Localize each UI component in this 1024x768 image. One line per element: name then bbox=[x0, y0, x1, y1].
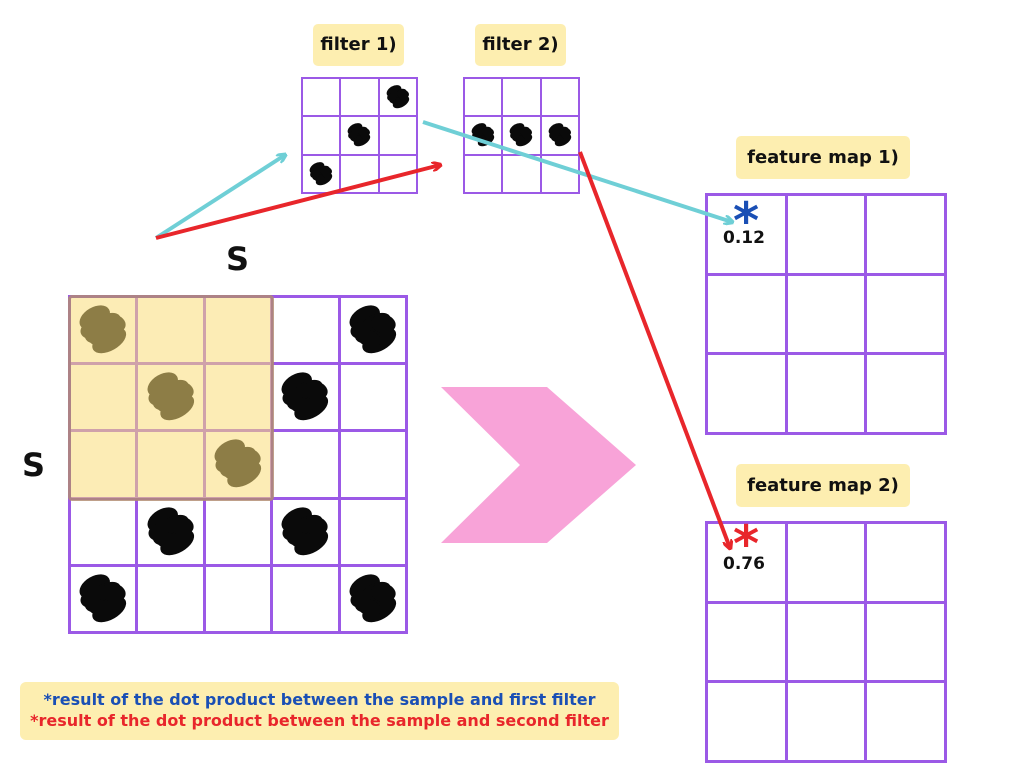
sample-cell-0-4 bbox=[340, 298, 408, 366]
sample-cell-2-3 bbox=[273, 432, 341, 500]
note-line-2: *result of the dot product between the s… bbox=[30, 711, 609, 730]
feature-map-2-cell-2-1 bbox=[787, 683, 868, 763]
filter-2-cell-1-1 bbox=[503, 117, 542, 156]
scribble-mark-icon bbox=[348, 123, 371, 147]
feature-map-2-value: 0.76 bbox=[723, 554, 765, 574]
scribble-mark-icon bbox=[309, 161, 333, 186]
feature-map-1-cell-0-2 bbox=[867, 196, 947, 276]
filter-2-cell-2-2 bbox=[541, 155, 580, 194]
note-line-1: *result of the dot product between the s… bbox=[43, 690, 596, 709]
feature-map-1-cell-2-1 bbox=[787, 355, 868, 435]
feature-map-1-cell-1-0 bbox=[708, 275, 788, 356]
scribble-mark-icon bbox=[79, 574, 127, 623]
filter-1-cell-0-2 bbox=[379, 79, 418, 118]
scribble-mark-icon bbox=[510, 123, 533, 147]
feature-map-2-cell-0-2 bbox=[867, 524, 947, 604]
feature-map-1-cell-0-0 bbox=[708, 196, 788, 276]
filter1-to-featuremap1-arrow bbox=[422, 120, 732, 222]
sample-cell-3-1 bbox=[138, 499, 206, 567]
filter-1-cell-0-1 bbox=[341, 79, 380, 118]
filter-1-grid bbox=[301, 77, 418, 194]
filter-1-cell-2-2 bbox=[379, 155, 418, 194]
sample-to-filter1-arrow bbox=[154, 155, 285, 240]
feature-map-2-cell-1-0 bbox=[708, 603, 788, 684]
filter-2-cell-2-0 bbox=[465, 155, 504, 194]
sample-height-label: S bbox=[22, 446, 46, 484]
filter-2-cell-0-2 bbox=[541, 79, 580, 118]
scribble-mark-icon bbox=[281, 372, 329, 421]
sample-to-filter2-arrow bbox=[155, 165, 440, 240]
feature-map-2-cell-0-1 bbox=[787, 524, 868, 604]
feature-map-2-cell-2-0 bbox=[708, 683, 788, 763]
scribble-mark-icon bbox=[548, 123, 571, 147]
feature-map-1-value: 0.12 bbox=[723, 228, 765, 248]
sample-cell-3-0 bbox=[71, 499, 139, 567]
sample-cell-4-1 bbox=[138, 566, 206, 634]
filter-2-cell-1-2 bbox=[541, 117, 580, 156]
sample-cell-4-3 bbox=[273, 566, 341, 634]
sample-cell-0-3 bbox=[273, 298, 341, 366]
feature-map-2-grid bbox=[705, 521, 947, 763]
feature-map-2-cell-2-2 bbox=[867, 683, 947, 763]
filter-2-label: filter 2) bbox=[475, 24, 566, 66]
filter-1-cell-2-1 bbox=[341, 155, 380, 194]
filter-1-cell-2-0 bbox=[303, 155, 342, 194]
feature-map-1-label: feature map 1) bbox=[736, 136, 910, 179]
feature-map-1-cell-0-1 bbox=[787, 196, 868, 276]
filter-1-cell-0-0 bbox=[303, 79, 342, 118]
filter-2-cell-0-0 bbox=[465, 79, 504, 118]
feature-map-1-cell-2-2 bbox=[867, 355, 947, 435]
sample-cell-3-4 bbox=[340, 499, 408, 567]
filter-1-cell-1-0 bbox=[303, 117, 342, 156]
sample-cell-1-3 bbox=[273, 365, 341, 433]
filter2-to-featuremap2-arrow bbox=[578, 151, 730, 548]
sample-cell-1-4 bbox=[340, 365, 408, 433]
sample-cell-4-2 bbox=[205, 566, 274, 634]
feature-map-2-cell-1-2 bbox=[867, 603, 947, 684]
sample-width-label: S bbox=[226, 240, 250, 278]
sample-cell-3-2 bbox=[205, 499, 274, 567]
feature-map-2-star: * bbox=[733, 515, 760, 573]
sample-cell-2-4 bbox=[340, 432, 408, 500]
scribble-mark-icon bbox=[386, 85, 409, 109]
receptive-field-highlight bbox=[68, 295, 274, 501]
chevron-arrow-icon bbox=[441, 387, 636, 543]
feature-map-2-cell-0-0 bbox=[708, 524, 788, 604]
sample-cell-4-4 bbox=[340, 566, 408, 634]
scribble-mark-icon bbox=[349, 305, 396, 354]
legend-note: *result of the dot product between the s… bbox=[20, 682, 619, 740]
scribble-mark-icon bbox=[147, 507, 194, 555]
sample-cell-3-3 bbox=[273, 499, 341, 567]
sample-cell-4-0 bbox=[71, 566, 139, 634]
feature-map-1-star: * bbox=[733, 192, 760, 250]
feature-map-1-cell-1-1 bbox=[787, 275, 868, 356]
feature-map-1-cell-1-2 bbox=[867, 275, 947, 356]
scribble-mark-icon bbox=[281, 507, 329, 555]
feature-map-2-cell-1-1 bbox=[787, 603, 868, 684]
feature-map-1-grid bbox=[705, 193, 947, 435]
feature-map-1-cell-2-0 bbox=[708, 355, 788, 435]
filter-2-cell-0-1 bbox=[503, 79, 542, 118]
scribble-mark-icon bbox=[349, 574, 396, 623]
feature-map-2-label: feature map 2) bbox=[736, 464, 910, 507]
filter-1-cell-1-1 bbox=[341, 117, 380, 156]
filter-2-cell-2-1 bbox=[503, 155, 542, 194]
filter-1-label: filter 1) bbox=[313, 24, 404, 66]
filter-1-cell-1-2 bbox=[379, 117, 418, 156]
